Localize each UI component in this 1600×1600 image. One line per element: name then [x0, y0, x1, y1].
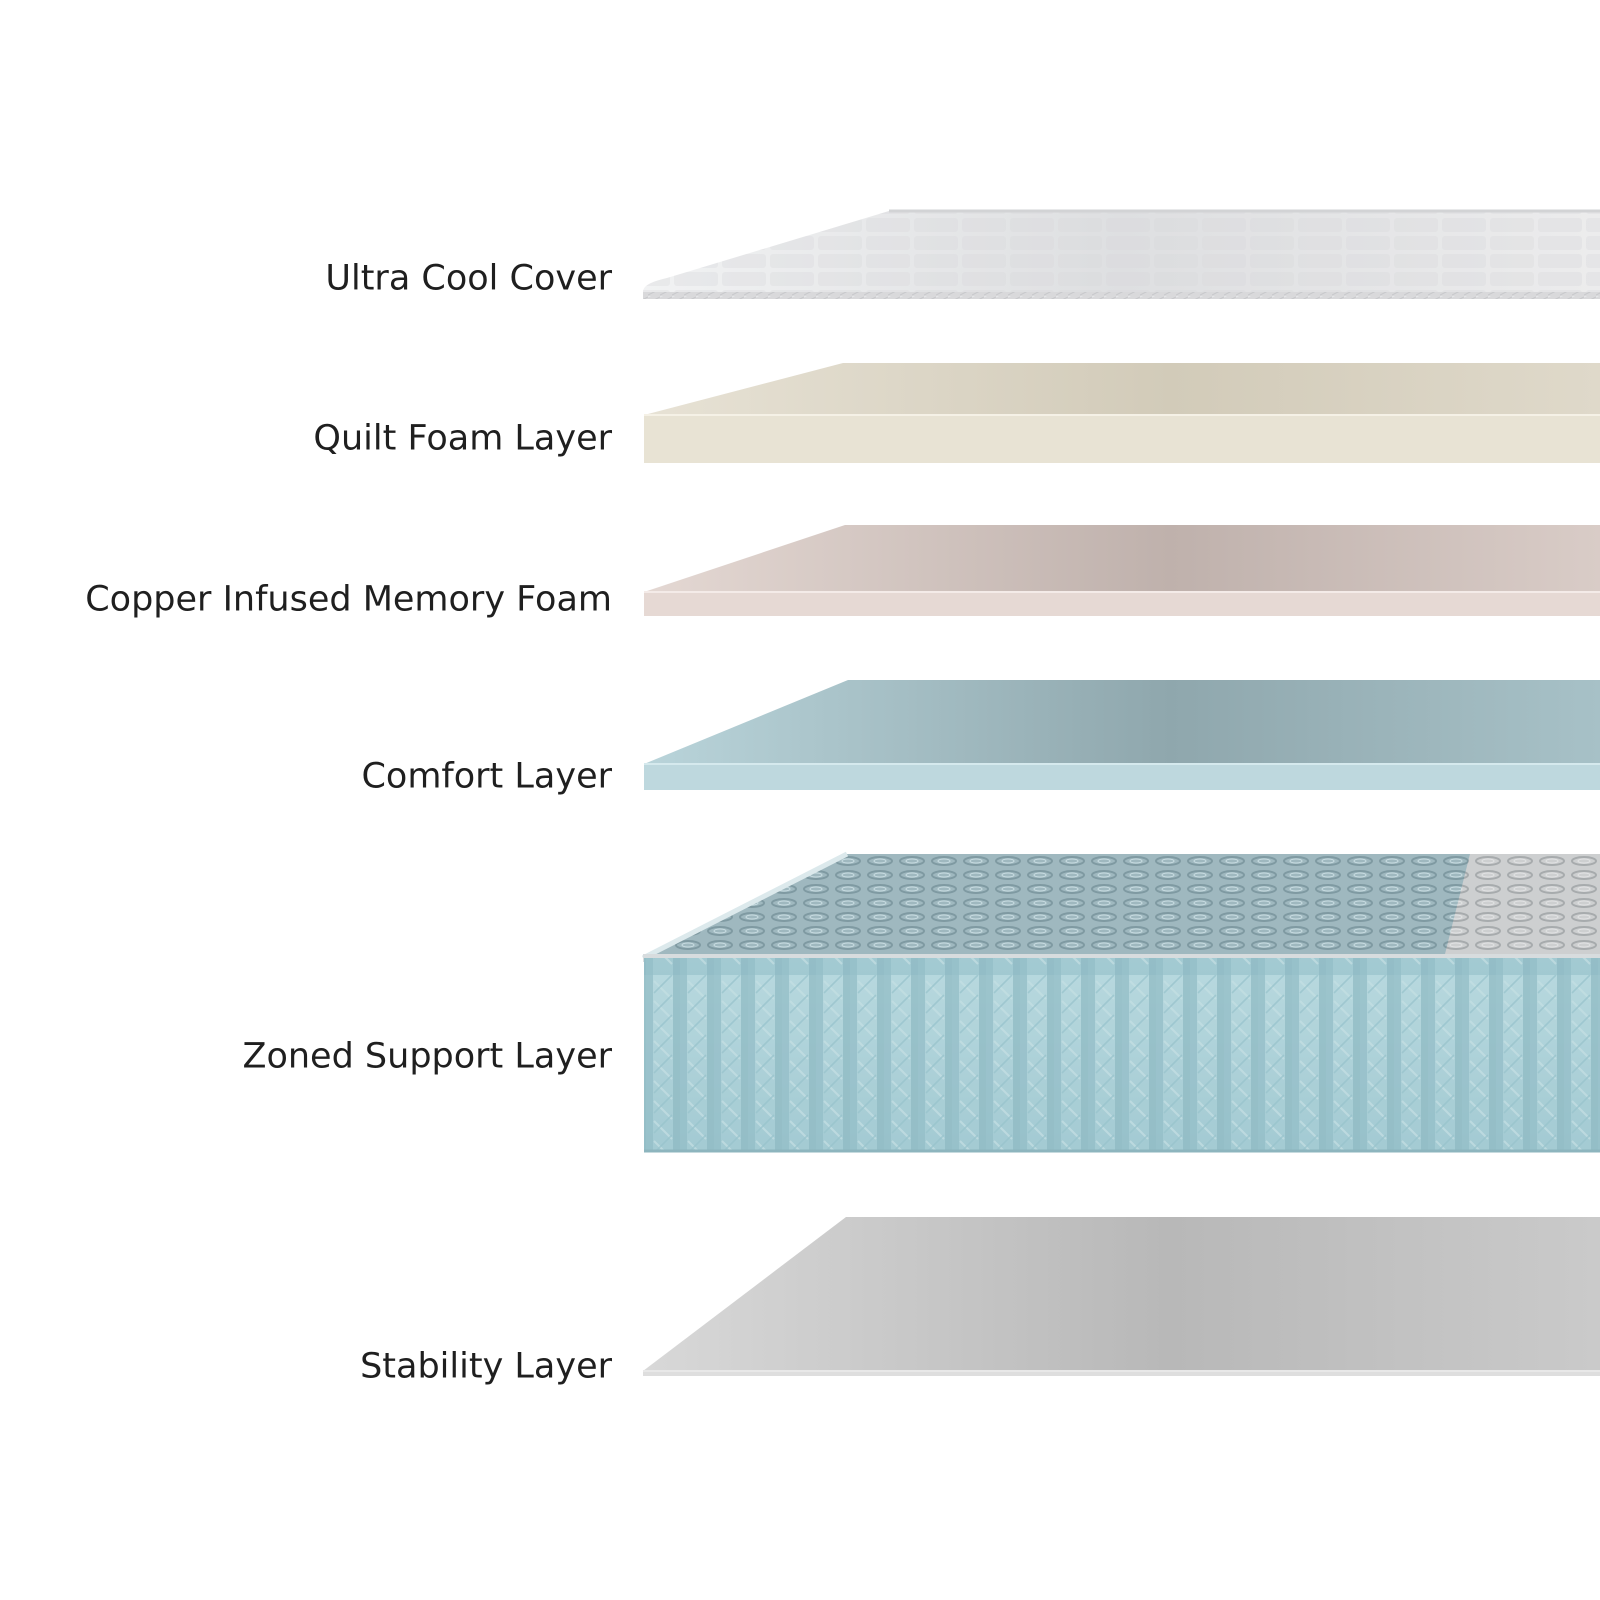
quilt-foam-layer-illustration	[644, 363, 1600, 463]
comfort-layer-label: Comfort Layer	[361, 756, 612, 797]
stability-layer-label: Stability Layer	[360, 1346, 612, 1387]
zoned-support-layer-illustration	[641, 851, 1600, 1153]
ultra-cool-cover-illustration	[643, 209, 1600, 299]
copper-infused-memory-foam-illustration	[644, 525, 1600, 616]
comfort-layer-illustration	[644, 680, 1600, 790]
ultra-cool-cover-label: Ultra Cool Cover	[325, 258, 612, 299]
zoned-support-layer-label: Zoned Support Layer	[242, 1036, 612, 1077]
quilt-foam-layer-label: Quilt Foam Layer	[313, 418, 612, 459]
copper-infused-memory-foam-label: Copper Infused Memory Foam	[85, 579, 612, 620]
stability-layer-illustration	[643, 1217, 1600, 1376]
